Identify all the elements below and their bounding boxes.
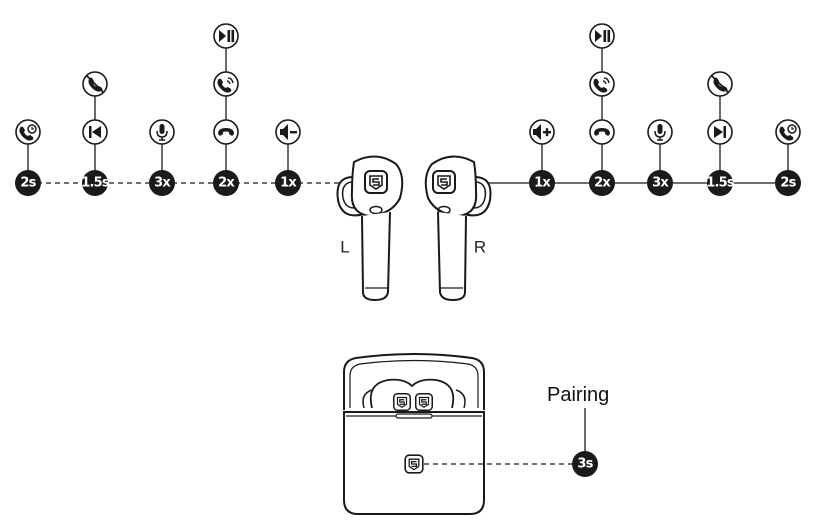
press-badge-text: 2s — [20, 176, 36, 191]
pairing-label: Pairing — [547, 384, 609, 406]
left-controls: 2s 1.5s 3x 2x 1x — [15, 23, 301, 196]
press-badge-text: 3x — [154, 176, 171, 191]
left-bud-control-3: 3x — [149, 119, 175, 196]
press-badge-text: 1.5s — [706, 176, 735, 191]
press-badge — [275, 170, 301, 196]
left-earbud: L — [336, 155, 404, 302]
right-bud-control-3: 3x — [647, 119, 673, 196]
right-bud-control-5: 2s — [775, 119, 801, 196]
right-bud-label: R — [474, 238, 486, 257]
press-badge — [15, 170, 41, 196]
right-bud-control-1: 1x — [529, 119, 555, 196]
hang-up-icon-ring — [589, 119, 615, 145]
phone-ring-icon-ring — [15, 119, 41, 145]
press-badge-text: 2s — [780, 176, 796, 191]
press-badge-text: 3x — [652, 176, 669, 191]
pairing-badge-text: 3s — [577, 457, 593, 472]
left-bud-control-1: 2s — [15, 119, 41, 196]
press-badge — [82, 170, 108, 196]
answer-call-icon-ring — [589, 71, 615, 97]
pairing-callout: Pairing 3s — [424, 384, 609, 477]
right-bud-control-4: 1.5s — [706, 71, 736, 196]
press-badge — [647, 170, 673, 196]
answer-call-icon-ring — [213, 71, 239, 97]
press-badge-text: 1.5s — [81, 176, 110, 191]
hang-up-icon-ring — [213, 119, 239, 145]
left-bud-control-2: 1.5s — [81, 71, 111, 196]
pairing-badge — [572, 451, 598, 477]
right-earbud: R — [424, 155, 492, 302]
phone-ring-icon-ring — [775, 119, 801, 145]
left-bud-control-4: 2x — [213, 23, 239, 196]
left-bud-control-5: 1x — [275, 119, 301, 196]
press-badge — [529, 170, 555, 196]
press-badge — [589, 170, 615, 196]
press-badge-text: 2x — [218, 176, 235, 191]
charging-case — [343, 353, 485, 515]
press-badge — [213, 170, 239, 196]
right-controls: 1x 2x 3x 1.5s 2s — [529, 23, 801, 196]
right-bud-control-2: 2x — [589, 23, 615, 196]
press-badge — [775, 170, 801, 196]
left-bud-label: L — [340, 238, 349, 257]
press-badge — [149, 170, 175, 196]
press-badge-text: 1x — [534, 176, 551, 191]
press-badge-text: 2x — [594, 176, 611, 191]
press-badge — [707, 170, 733, 196]
volume-up-icon-ring — [529, 119, 555, 145]
press-badge-text: 1x — [280, 176, 297, 191]
